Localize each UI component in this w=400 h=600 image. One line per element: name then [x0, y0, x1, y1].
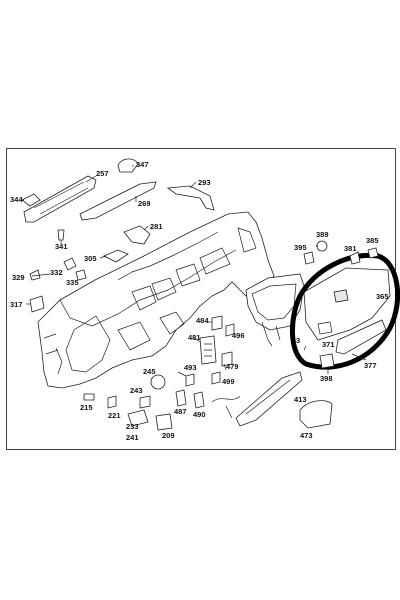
- label-329: 329: [12, 273, 25, 282]
- label-487: 487: [174, 407, 187, 416]
- label-371: 371: [322, 340, 335, 349]
- part-473-trim: [299, 400, 333, 429]
- part-479-plug: [221, 351, 233, 367]
- part-341-screw: [57, 229, 65, 241]
- label-484: 484: [196, 316, 209, 325]
- label-481: 481: [188, 333, 201, 342]
- label-395: 395: [294, 243, 307, 252]
- label-3: 3: [296, 336, 300, 345]
- label-398: 398: [320, 374, 333, 383]
- label-335: 335: [66, 278, 79, 287]
- label-365: 365: [376, 292, 389, 301]
- part-305-bracket: [103, 249, 129, 263]
- part-215-plug: [83, 393, 95, 401]
- label-496: 496: [232, 331, 245, 340]
- label-293: 293: [198, 178, 211, 187]
- part-490-clip: [193, 391, 205, 409]
- part-335-bolt: [75, 269, 87, 281]
- part-395-clip: [303, 251, 315, 265]
- part-496-plug: [225, 323, 235, 337]
- label-243: 243: [130, 386, 143, 395]
- label-305: 305: [84, 254, 97, 263]
- part-347-cap: [117, 158, 139, 173]
- part-389-knob: [316, 240, 328, 252]
- label-499: 499: [222, 377, 235, 386]
- label-347: 347: [136, 160, 149, 169]
- label-269: 269: [138, 199, 151, 208]
- label-344: 344: [10, 195, 23, 204]
- leader-lines: [22, 165, 367, 377]
- part-317-vent: [29, 295, 45, 313]
- glovebox-lid: [303, 267, 391, 355]
- part-269-trim: [79, 181, 157, 221]
- part-487-clip: [175, 389, 187, 407]
- part-332-nut: [63, 257, 77, 271]
- part-243-switch: [139, 395, 151, 409]
- label-389: 389: [316, 230, 329, 239]
- label-257: 257: [96, 169, 109, 178]
- part-344-bracket: [21, 193, 41, 207]
- label-341: 341: [55, 242, 68, 251]
- part-293-strip: [166, 185, 215, 211]
- label-490: 490: [193, 410, 206, 419]
- part-labels: 257 344 347 293 269 341 281 305 332 335 …: [10, 160, 389, 442]
- part-499-bulb: [211, 371, 221, 385]
- part-257-cover: [23, 175, 97, 223]
- part-281-clip: [123, 225, 151, 245]
- part-233-knob: [127, 409, 149, 427]
- label-233: 233: [126, 422, 139, 431]
- label-209: 209: [162, 431, 175, 440]
- part-413-trim: [235, 371, 303, 427]
- label-221: 221: [108, 411, 121, 420]
- label-215: 215: [80, 403, 93, 412]
- label-385: 385: [366, 236, 379, 245]
- label-332: 332: [50, 268, 63, 277]
- label-377: 377: [364, 361, 377, 370]
- glovebox-housing: [245, 273, 305, 347]
- label-317: 317: [10, 300, 23, 309]
- label-381: 381: [344, 244, 357, 253]
- dashboard-carrier: [37, 211, 275, 389]
- label-493: 493: [184, 363, 197, 372]
- label-473: 473: [300, 431, 313, 440]
- part-493-plug: [185, 373, 195, 387]
- label-479: 479: [226, 362, 239, 371]
- part-329-clip: [29, 269, 41, 281]
- part-wire: [211, 395, 241, 419]
- part-221-cap: [107, 395, 117, 409]
- part-398-latch: [319, 353, 335, 369]
- label-245: 245: [143, 367, 156, 376]
- part-245-knob: [150, 374, 166, 390]
- part-381-catch: [349, 251, 361, 265]
- label-241: 241: [126, 433, 139, 442]
- label-281: 281: [150, 222, 163, 231]
- part-484-switch: [211, 315, 223, 331]
- label-413: 413: [294, 395, 307, 404]
- part-209-knob: [155, 413, 173, 431]
- part-385-clip: [367, 247, 379, 259]
